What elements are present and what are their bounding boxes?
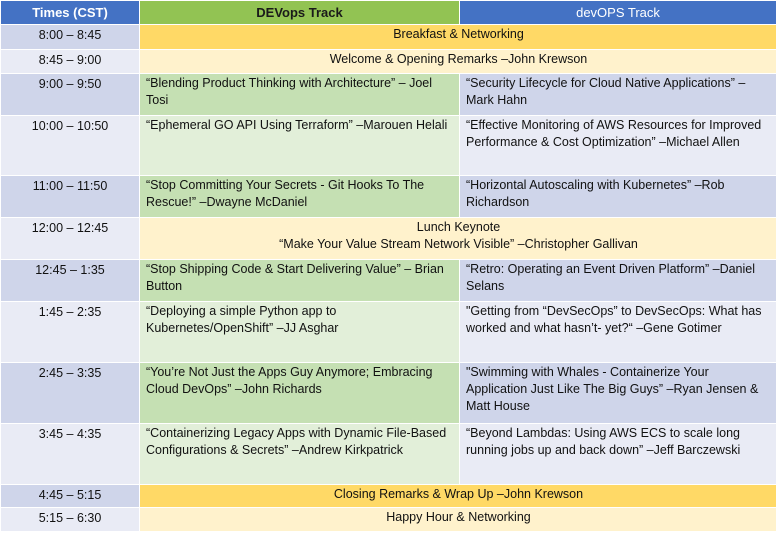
- schedule-row: 9:00 – 9:50 “Blending Product Thinking w…: [0, 73, 776, 116]
- schedule-row: 11:00 – 11:50 “Stop Committing Your Secr…: [0, 175, 776, 218]
- schedule-row: 12:45 – 1:35 “Stop Shipping Code & Start…: [0, 259, 776, 302]
- plenary-cell: Welcome & Opening Remarks –John Krewson: [139, 49, 776, 74]
- schedule-row: 2:45 – 3:35 “You’re Not Just the Apps Gu…: [0, 362, 776, 424]
- track2-session: "Swimming with Whales - Containerize You…: [459, 362, 776, 424]
- track1-session: “You’re Not Just the Apps Guy Anymore; E…: [139, 362, 460, 424]
- track2-session: “Security Lifecycle for Cloud Native App…: [459, 73, 776, 116]
- time-cell: 8:45 – 9:00: [0, 49, 140, 74]
- time-cell: 8:00 – 8:45: [0, 24, 140, 50]
- schedule-row: 8:00 – 8:45 Breakfast & Networking: [0, 24, 776, 50]
- schedule-row: 12:00 – 12:45 Lunch Keynote “Make Your V…: [0, 217, 776, 260]
- track1-session: “Ephemeral GO API Using Terraform” –Maro…: [139, 115, 460, 176]
- track1-session: “Stop Shipping Code & Start Delivering V…: [139, 259, 460, 302]
- time-cell: 10:00 – 10:50: [0, 115, 140, 176]
- schedule-row: 1:45 – 2:35 “Deploying a simple Python a…: [0, 301, 776, 363]
- schedule-row: 3:45 – 4:35 “Containerizing Legacy Apps …: [0, 423, 776, 485]
- plenary-cell: Closing Remarks & Wrap Up –John Krewson: [139, 484, 776, 508]
- schedule-row: 10:00 – 10:50 “Ephemeral GO API Using Te…: [0, 115, 776, 176]
- schedule-row: 8:45 – 9:00 Welcome & Opening Remarks –J…: [0, 49, 776, 74]
- track1-session: “Containerizing Legacy Apps with Dynamic…: [139, 423, 460, 485]
- keynote-label: Lunch Keynote: [416, 220, 501, 234]
- time-cell: 1:45 – 2:35: [0, 301, 140, 363]
- track2-session: “Horizontal Autoscaling with Kubernetes”…: [459, 175, 776, 218]
- track1-session: “Blending Product Thinking with Architec…: [139, 73, 460, 116]
- track2-session: “Effective Monitoring of AWS Resources f…: [459, 115, 776, 176]
- track1-session: “Deploying a simple Python app to Kubern…: [139, 301, 460, 363]
- time-cell: 9:00 – 9:50: [0, 73, 140, 116]
- time-cell: 12:45 – 1:35: [0, 259, 140, 302]
- time-cell: 3:45 – 4:35: [0, 423, 140, 485]
- schedule-row: 4:45 – 5:15 Closing Remarks & Wrap Up –J…: [0, 484, 776, 508]
- time-cell: 4:45 – 5:15: [0, 484, 140, 508]
- time-cell: 2:45 – 3:35: [0, 362, 140, 424]
- keynote-title: “Make Your Value Stream Network Visible”…: [279, 237, 638, 251]
- track1-session: “Stop Committing Your Secrets - Git Hook…: [139, 175, 460, 218]
- plenary-cell: Lunch Keynote “Make Your Value Stream Ne…: [139, 217, 776, 260]
- header-track2: devOPS Track: [459, 0, 776, 25]
- time-cell: 12:00 – 12:45: [0, 217, 140, 260]
- schedule-row: 5:15 – 6:30 Happy Hour & Networking: [0, 507, 776, 532]
- plenary-cell: Breakfast & Networking: [139, 24, 776, 50]
- plenary-cell: Happy Hour & Networking: [139, 507, 776, 532]
- header-times: Times (CST): [0, 0, 140, 25]
- track2-session: “Retro: Operating an Event Driven Platfo…: [459, 259, 776, 302]
- header-track1: DEVops Track: [139, 0, 460, 25]
- time-cell: 11:00 – 11:50: [0, 175, 140, 218]
- time-cell: 5:15 – 6:30: [0, 507, 140, 532]
- track2-session: "Getting from “DevSecOps” to DevSecOps: …: [459, 301, 776, 363]
- header-row: Times (CST) DEVops Track devOPS Track: [0, 0, 776, 25]
- track2-session: “Beyond Lambdas: Using AWS ECS to scale …: [459, 423, 776, 485]
